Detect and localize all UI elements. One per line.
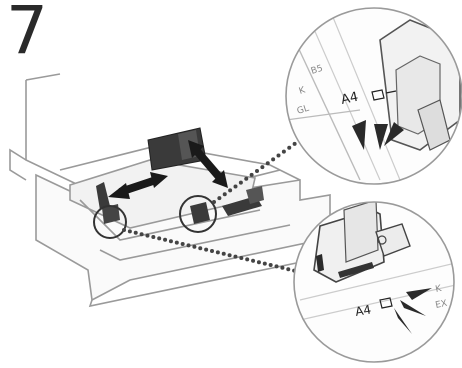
leader-dot (210, 249, 214, 253)
size-label-a4-bottom: A4 (354, 302, 372, 319)
step-number: 7 (6, 0, 48, 69)
zoom-circle-top: B5 K GL A4 (285, 7, 462, 185)
leader-dot (133, 230, 138, 235)
leader-dot (287, 145, 292, 150)
leader-dot (281, 149, 286, 154)
alignment-arrow (400, 300, 426, 316)
leader-lines (122, 138, 302, 274)
leader-dot (212, 200, 216, 204)
size-label-b5: B5 (310, 64, 324, 77)
leader-dot (163, 237, 168, 242)
leader-dot (280, 265, 285, 270)
leader-dot (222, 192, 227, 197)
leader-dot (245, 257, 250, 262)
leader-dot (238, 180, 243, 185)
leader-dot (186, 243, 191, 248)
leader-dot (251, 258, 256, 263)
leader-dot (276, 153, 281, 158)
leader-dot (215, 250, 220, 255)
front-guide-highlight (179, 195, 217, 233)
leader-dot (198, 246, 203, 251)
leader-dot (233, 184, 238, 189)
leader-dot (286, 267, 291, 272)
leader-dot (180, 242, 185, 246)
paper-size-mark-icon (371, 89, 385, 101)
leader-dot (157, 236, 162, 241)
leader-dot (139, 232, 144, 237)
size-label-a4: A4 (340, 90, 360, 108)
leader-dot (151, 235, 156, 239)
leader-dot (145, 233, 150, 238)
vertical-double-arrow (188, 140, 228, 188)
leader-dot (239, 256, 244, 260)
leader-dot (262, 261, 267, 266)
size-label-k: K (298, 85, 308, 97)
leader-dot (192, 244, 197, 249)
leader-dot (228, 188, 233, 193)
leader-dot (256, 260, 261, 265)
size-label-gl: GL (296, 104, 311, 117)
left-guide-highlight (93, 205, 127, 239)
alignment-arrow (384, 122, 404, 146)
leader-dot (271, 157, 276, 162)
leader-dot (274, 264, 279, 269)
alignment-arrow (374, 124, 388, 150)
size-label-k-bottom: K (435, 284, 444, 295)
leader-dot (244, 176, 249, 181)
side-paper-guide (96, 182, 120, 224)
paper-size-mark-icon (379, 297, 393, 309)
leader-dot (292, 141, 297, 146)
leader-dot (227, 253, 232, 258)
size-label-ex-bottom: EX (435, 299, 449, 311)
alignment-arrow (352, 120, 366, 150)
leader-dot (268, 263, 273, 267)
alignment-arrow (394, 308, 412, 334)
leader-dot (255, 169, 259, 173)
leader-dot (127, 229, 132, 234)
leader-dot (221, 251, 226, 256)
leader-dot (233, 254, 238, 259)
alignment-arrow (406, 288, 432, 300)
front-paper-guide (190, 186, 264, 224)
leader-dot (204, 247, 209, 252)
leader-dot (122, 228, 126, 232)
zoom-circle-bottom: A4 K EX (293, 201, 455, 363)
leader-dot (260, 165, 265, 170)
horizontal-double-arrow (108, 172, 168, 199)
leader-dot (174, 240, 179, 245)
leader-dot (168, 239, 173, 244)
leader-dot (249, 172, 254, 177)
leader-dot (217, 196, 222, 201)
leader-dot (265, 161, 270, 166)
